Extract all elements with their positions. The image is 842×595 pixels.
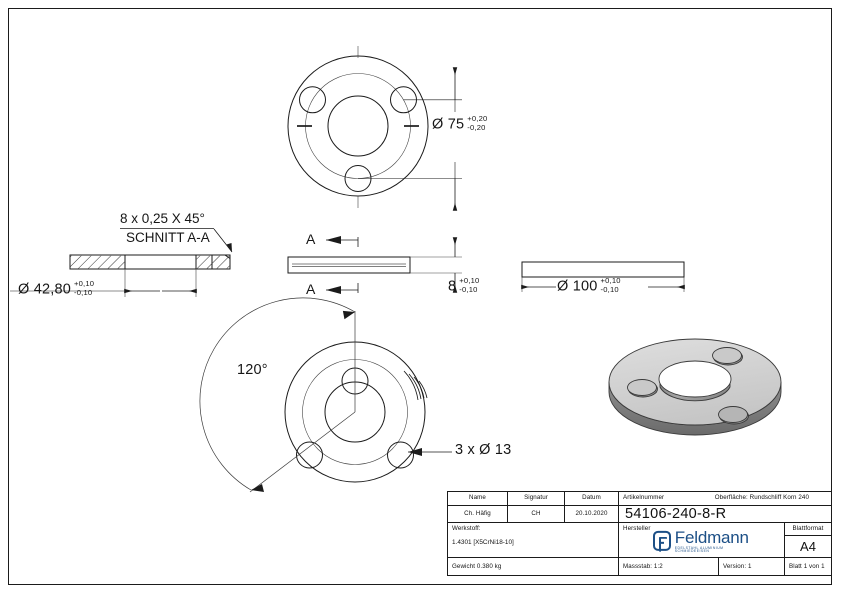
title-block-material-row: Werkstoff: 1.4301 [X5CrNi18-10] Herstell…	[448, 523, 831, 558]
material-cell: Werkstoff: 1.4301 [X5CrNi18-10]	[448, 523, 619, 557]
title-block: Name Signatur Datum Artikelnummer Oberfl…	[447, 491, 832, 576]
dim-label-angle: 120°	[237, 362, 268, 378]
side-view-geometry	[287, 236, 411, 294]
bottom-view-geometry	[199, 297, 452, 493]
value-sheet: Blatt 1 von 1	[789, 563, 825, 570]
dim-value-bore-diameter: Ø 42,80	[18, 281, 71, 298]
tol-lower-bolt-circle: -0,20	[467, 122, 486, 132]
tol-upper-bore: +0,10	[74, 279, 95, 288]
tol-lower-bore: -0,10	[74, 287, 93, 297]
section-view-geometry	[69, 228, 233, 270]
top-view-geometry	[287, 46, 429, 208]
label-section-a-a: SCHNITT A-A	[126, 230, 210, 245]
tol-upper-thickness: +0,10	[459, 276, 480, 285]
dim-label-bore-diameter: Ø 42,80+0,10-0,10	[18, 279, 95, 298]
sheet-border	[8, 8, 832, 585]
value-material: 1.4301 [X5CrNi18-10]	[452, 539, 514, 546]
header-manufacturer: Hersteller	[623, 525, 651, 532]
title-block-footer-row: Gewicht 0.380 kg Massstab: 1:2 Version: …	[448, 558, 831, 575]
value-sheet-format: A4	[800, 539, 816, 554]
iso-view-geometry	[608, 338, 782, 436]
tol-upper-bolt-circle: +0,20	[467, 114, 488, 123]
note-chamfer: 8 x 0,25 X 45°	[120, 211, 205, 226]
plate-edge-view	[521, 261, 685, 278]
header-sheet-format: Blattformat	[785, 523, 831, 536]
value-name: Ch. Häfig	[448, 506, 508, 522]
dim-bore-diameter	[10, 269, 197, 297]
value-version: Version: 1	[719, 558, 785, 575]
value-date: 20.10.2020	[565, 506, 619, 522]
dim-label-bolt-circle: Ø 75+0,20-0,20	[432, 114, 488, 133]
dim-label-hole-pattern: 3 x Ø 13	[455, 442, 512, 458]
value-scale: Massstab: 1:2	[619, 558, 719, 575]
header-article-surface: Artikelnummer Oberfläche: Rundschliff Ko…	[619, 492, 831, 505]
title-block-header-row: Name Signatur Datum Artikelnummer Oberfl…	[448, 492, 831, 506]
dim-label-thickness: 8+0,10-0,10	[448, 276, 480, 295]
sheet-format-cell: Blattformat A4	[785, 523, 831, 557]
section-arrow-label-top: A	[306, 231, 316, 247]
section-arrow-label-bottom: A	[306, 281, 316, 297]
tol-upper-outer: +0,10	[600, 276, 621, 285]
dim-value-thickness: 8	[448, 278, 457, 295]
header-article-number: Artikelnummer	[623, 494, 665, 501]
header-name: Name	[448, 492, 508, 505]
dim-thickness	[410, 237, 462, 293]
header-material: Werkstoff:	[452, 525, 481, 532]
feldmann-logo: Feldmann EDELSTAHL ALUMINIUM SCHMIEDEEIS…	[652, 527, 751, 554]
header-date: Datum	[565, 492, 619, 505]
logo-tagline: EDELSTAHL ALUMINIUM SCHMIEDEEISEN	[674, 545, 724, 554]
title-block-value-row: Ch. Häfig CH 20.10.2020 54106-240-8-R	[448, 506, 831, 523]
value-article-number: 54106-240-8-R	[625, 506, 727, 522]
dim-value-outer-diameter: Ø 100	[557, 278, 598, 295]
tol-lower-outer: -0,10	[600, 284, 619, 294]
logo-name: Feldmann	[674, 527, 749, 547]
feldmann-f-icon	[652, 531, 671, 552]
value-signature: CH	[508, 506, 565, 522]
header-surface: Oberfläche: Rundschliff Korn 240	[714, 494, 809, 501]
dim-bolt-circle	[358, 67, 462, 211]
value-weight: Gewicht 0.380 kg	[448, 558, 619, 575]
dim-value-bolt-circle: Ø 75	[432, 116, 465, 133]
tol-lower-thickness: -0,10	[459, 284, 478, 294]
header-signature: Signatur	[508, 492, 565, 505]
dim-label-outer-diameter: Ø 100+0,10-0,10	[557, 276, 621, 295]
manufacturer-cell: Hersteller Feldmann EDELSTAHL ALUMINIUM …	[619, 523, 785, 557]
